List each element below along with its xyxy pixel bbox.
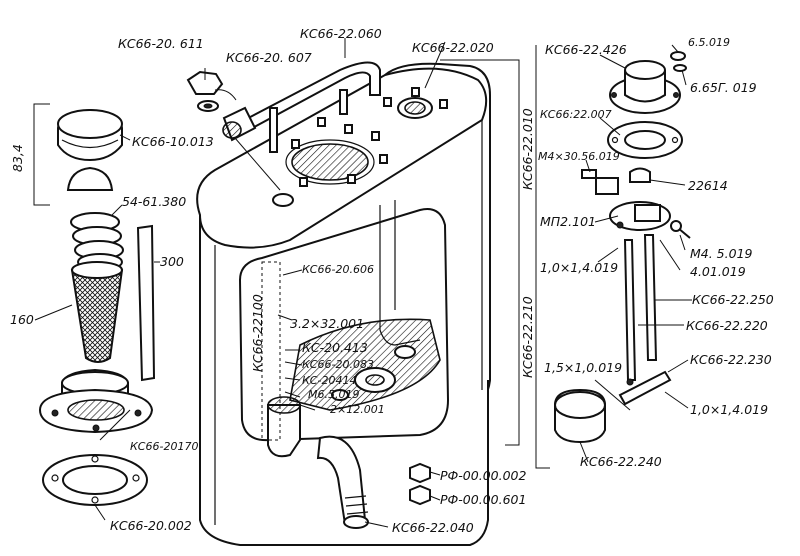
label-kc66-22-040: КС66-22.040	[392, 520, 474, 535]
label-kc66-22-060: КС66-22.060	[300, 26, 382, 41]
dimension-bracket	[33, 103, 50, 206]
callout-labels: КС66-20. 611 КС66-20. 607 КС66-22.060 КС…	[10, 26, 774, 535]
label-kc66-20-611: КС66-20. 611	[118, 36, 204, 51]
float	[554, 388, 606, 444]
label-kc66-10-013: КС66-10.013	[132, 134, 214, 149]
screw-block	[581, 167, 651, 195]
small-washers-top	[670, 51, 687, 72]
label-kc66-22-250: КС66-22.250	[692, 292, 774, 307]
label-kc66-20170: КС66-20170	[130, 440, 198, 453]
label-kc66-22-240: КС66-22.240	[580, 454, 662, 469]
label-rf-00-601: РФ-00.00.601	[440, 492, 526, 507]
float-cap	[609, 60, 681, 114]
label-m4x30-56-019: М4×30.56.019	[538, 150, 620, 163]
label-dim-83-4: 83,4	[10, 144, 25, 172]
label-kc-20-413: КС-20.413	[302, 340, 368, 355]
filler-cap	[57, 108, 123, 162]
label-kc66-20-002: КС66-20.002	[110, 518, 192, 533]
float-arm-plate	[609, 201, 671, 231]
cap-gasket	[66, 166, 114, 191]
label-kc66-22100: КС66-22100	[250, 294, 265, 372]
label-kc-20414: КС-20414	[302, 374, 356, 387]
cap-nut	[186, 70, 224, 112]
mesh-filter	[70, 261, 124, 363]
label-kc66-22-220: КС66-22.220	[686, 318, 768, 333]
tank-body	[196, 62, 491, 546]
label-1x1-4-019-a: 1,0×1,4.019	[540, 260, 618, 275]
flange-gasket	[42, 454, 148, 506]
label-kc66-22-230: КС66-22.230	[690, 352, 772, 367]
pin-screw	[670, 220, 691, 239]
rf-nuts	[409, 462, 431, 506]
label-kc66-22-010: КС66-22.010	[520, 108, 535, 190]
label-1x1-4-019-b: 1,0×1,4.019	[690, 402, 768, 417]
label-300: 300	[160, 254, 184, 269]
label-m4-5-019: М4. 5.019	[690, 246, 753, 261]
label-6-65g-019: 6.65Г. 019	[690, 80, 757, 95]
label-6-5-019: 6.5.019	[688, 36, 730, 49]
label-mp2-101: МП2.101	[540, 214, 596, 229]
label-3-2x32-001: 3.2×32.001	[290, 316, 364, 331]
label-160: 160	[10, 312, 34, 327]
hose-fitting	[222, 106, 257, 142]
label-4-01-019: 4.01.019	[690, 264, 746, 279]
label-rf-00-002: РФ-00.00.002	[440, 468, 526, 483]
label-kc66-20-606: КС66-20.606	[302, 263, 374, 276]
label-22614: 22614	[688, 178, 728, 193]
carry-handle	[233, 61, 381, 153]
label-1-5x1-019: 1,5×1,0.019	[544, 360, 622, 375]
top-bolts	[291, 87, 448, 187]
threaded-neck	[38, 368, 154, 434]
label-kc66-22-210: КС66-22.210	[520, 296, 535, 378]
label-kc66-20-607: КС66-20. 607	[226, 50, 312, 65]
leader-lines	[34, 38, 692, 528]
label-kc66-20-083: КС66-20.083	[302, 358, 374, 371]
label-kc66-22-007: КС66:22.007	[540, 108, 612, 121]
label-54-61-380: 54-61.380	[122, 194, 186, 209]
label-kc66-22-020: КС66-22.020	[412, 40, 494, 55]
flange-ring	[607, 121, 683, 159]
label-m6-5-019: М6.5.019	[308, 388, 359, 401]
drain-hose	[316, 435, 369, 529]
label-2x12-001: 2×12.001	[330, 403, 385, 416]
spring	[70, 212, 124, 271]
label-kc66-22-426: КС66-22.426	[545, 42, 627, 57]
dipstick	[136, 224, 156, 382]
assembly-frames	[440, 45, 550, 469]
float-rods	[618, 234, 672, 406]
